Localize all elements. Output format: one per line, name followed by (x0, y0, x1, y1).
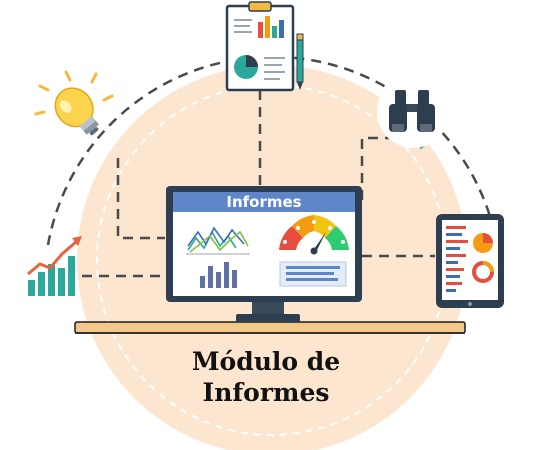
connector-left-upper (116, 158, 165, 240)
caption-line-1: Módulo de (192, 347, 340, 376)
document-chart-icon (225, 1, 295, 92)
lightbulb-icon (34, 70, 114, 136)
pen-icon (296, 33, 304, 90)
monitor-stand-neck (252, 300, 284, 316)
screen-header (173, 192, 355, 212)
connector-right-upper (360, 136, 395, 202)
caption-line-2: Informes (203, 378, 330, 407)
tablet-report-icon (436, 214, 504, 308)
binoculars-icon (377, 76, 449, 150)
connectors (82, 90, 435, 278)
monitor-stand-base (236, 314, 300, 322)
monitor: Informes (166, 186, 362, 322)
screen-text-panel (279, 261, 347, 287)
screen-line-chart (186, 226, 250, 255)
screen-bar-chart (200, 262, 237, 288)
growth-chart-icon (27, 236, 82, 296)
gauge-icon (279, 215, 349, 255)
desk (74, 321, 466, 334)
screen-title: Informes (226, 193, 301, 211)
